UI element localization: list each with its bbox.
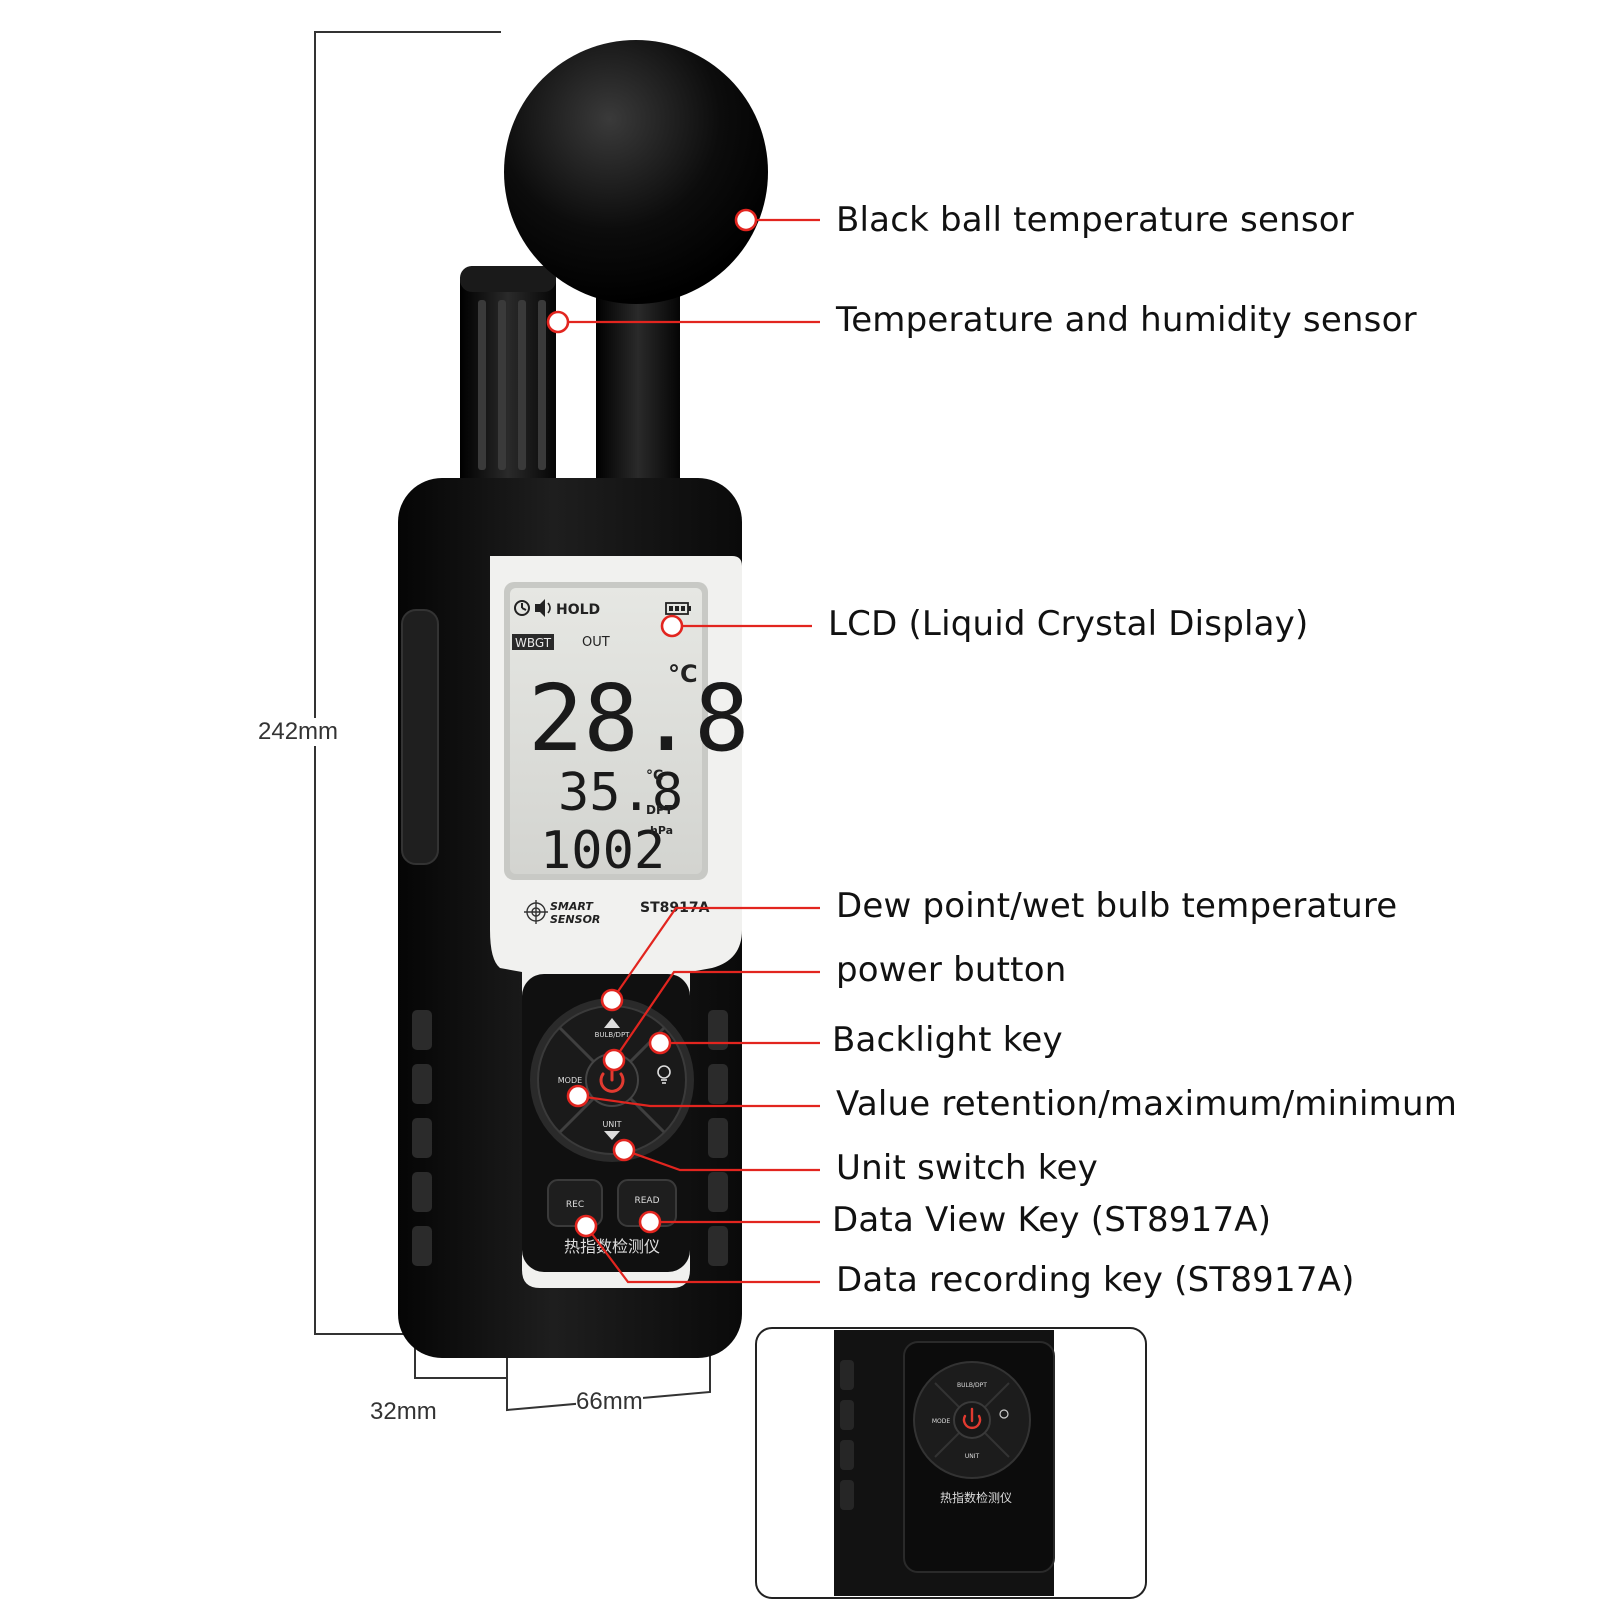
rec-button-label: REC: [566, 1200, 584, 1210]
lcd-second-value: 35.8: [558, 763, 683, 823]
dot-unit-switch: [612, 1138, 636, 1162]
lcd-hold: HOLD: [556, 602, 600, 618]
dot-data-view: [638, 1210, 662, 1234]
brand-line2: SENSOR: [550, 913, 600, 926]
dot-value-retention: [566, 1084, 590, 1108]
callout-unit-switch: Unit switch key: [836, 1148, 1098, 1188]
dot-temp-humidity: [546, 310, 570, 334]
inset-power-icon: [962, 1407, 982, 1429]
height-dimension-line: [314, 31, 501, 1335]
leader-data-record: [585, 1225, 820, 1284]
key-up[interactable]: BULB/DPT: [595, 1018, 631, 1039]
key-unit[interactable]: UNIT: [602, 1120, 622, 1140]
read-button-label: READ: [634, 1196, 659, 1206]
inset-key-up-label: BULB/DPT: [957, 1382, 987, 1389]
lcd-main-value: 28.8: [528, 665, 750, 772]
inset-key-unit-label: UNIT: [965, 1453, 980, 1460]
leader-value-retention: [577, 1094, 820, 1108]
key-unit-label: UNIT: [602, 1120, 621, 1129]
brand-line1: SMART: [550, 900, 594, 913]
callout-dew-point: Dew point/wet bulb temperature: [836, 886, 1398, 926]
dot-data-record: [574, 1214, 598, 1238]
up-arrow-icon: [604, 1018, 620, 1028]
lcd-main-unit: °C: [668, 660, 698, 688]
lcd-location: OUT: [582, 635, 610, 650]
callout-lcd: LCD (Liquid Crystal Display): [828, 604, 1309, 644]
lcd-display: HOLD WBGT OUT 28.8 °C 35.8 °C DPT 1002 h…: [512, 599, 750, 881]
key-backlight[interactable]: [657, 1065, 671, 1084]
smart-sensor-logo-icon: [524, 900, 548, 924]
inset-device-name: 热指数检测仪: [940, 1490, 1012, 1505]
callout-value-retention: Value retention/maximum/minimum: [836, 1084, 1458, 1124]
callout-temp-humidity: Temperature and humidity sensor: [836, 300, 1417, 340]
dot-backlight: [648, 1031, 672, 1055]
dot-power: [602, 1048, 626, 1072]
key-up-label: BULB/DPT: [595, 1031, 631, 1039]
width-dimension-label: 66mm: [576, 1388, 643, 1416]
key-mode[interactable]: MODE: [558, 1076, 582, 1085]
lcd-second-unit: °C: [646, 768, 663, 784]
brand-area: SMART SENSOR ST8917A: [524, 900, 710, 926]
light-bulb-icon: [657, 1065, 671, 1084]
key-mode-label: MODE: [558, 1076, 582, 1085]
callout-black-ball: Black ball temperature sensor: [836, 200, 1354, 240]
leader-power: [613, 970, 820, 1061]
inset-key-mode-label: MODE: [932, 1418, 951, 1425]
device-name: 热指数检测仪: [564, 1237, 660, 1256]
down-arrow-icon: [604, 1131, 620, 1140]
black-ball-sensor: [504, 40, 768, 500]
lcd-third-value: 1002: [540, 821, 665, 881]
clock-icon: [514, 600, 530, 616]
callout-data-record: Data recording key (ST8917A): [836, 1260, 1355, 1300]
dot-lcd: [660, 614, 684, 638]
dot-black-ball: [734, 208, 758, 232]
depth-dimension-label: 32mm: [370, 1398, 437, 1426]
wbgt-badge: [512, 634, 554, 650]
callout-lines: [558, 218, 820, 1284]
lcd-mode: WBGT: [515, 636, 552, 650]
dot-dew-point: [600, 988, 624, 1012]
lcd-second-tag: DPT: [646, 803, 674, 817]
humidity-probe: [460, 266, 556, 492]
leader-dew-point: [611, 906, 820, 1001]
lcd-third-unit: hPa: [650, 824, 673, 837]
callout-dots: [546, 208, 758, 1238]
height-dimension-label: 242mm: [258, 718, 339, 746]
speaker-icon: [535, 599, 551, 617]
leader-unit-switch: [623, 1148, 820, 1172]
inset-view: BULB/DPT MODE UNIT 热指数检测仪: [755, 1327, 1147, 1599]
inset-light-bulb-icon: [999, 1409, 1009, 1419]
battery-icon: [665, 602, 691, 615]
callout-backlight: Backlight key: [832, 1020, 1063, 1060]
callout-data-view: Data View Key (ST8917A): [832, 1200, 1272, 1240]
callout-power: power button: [836, 950, 1067, 990]
